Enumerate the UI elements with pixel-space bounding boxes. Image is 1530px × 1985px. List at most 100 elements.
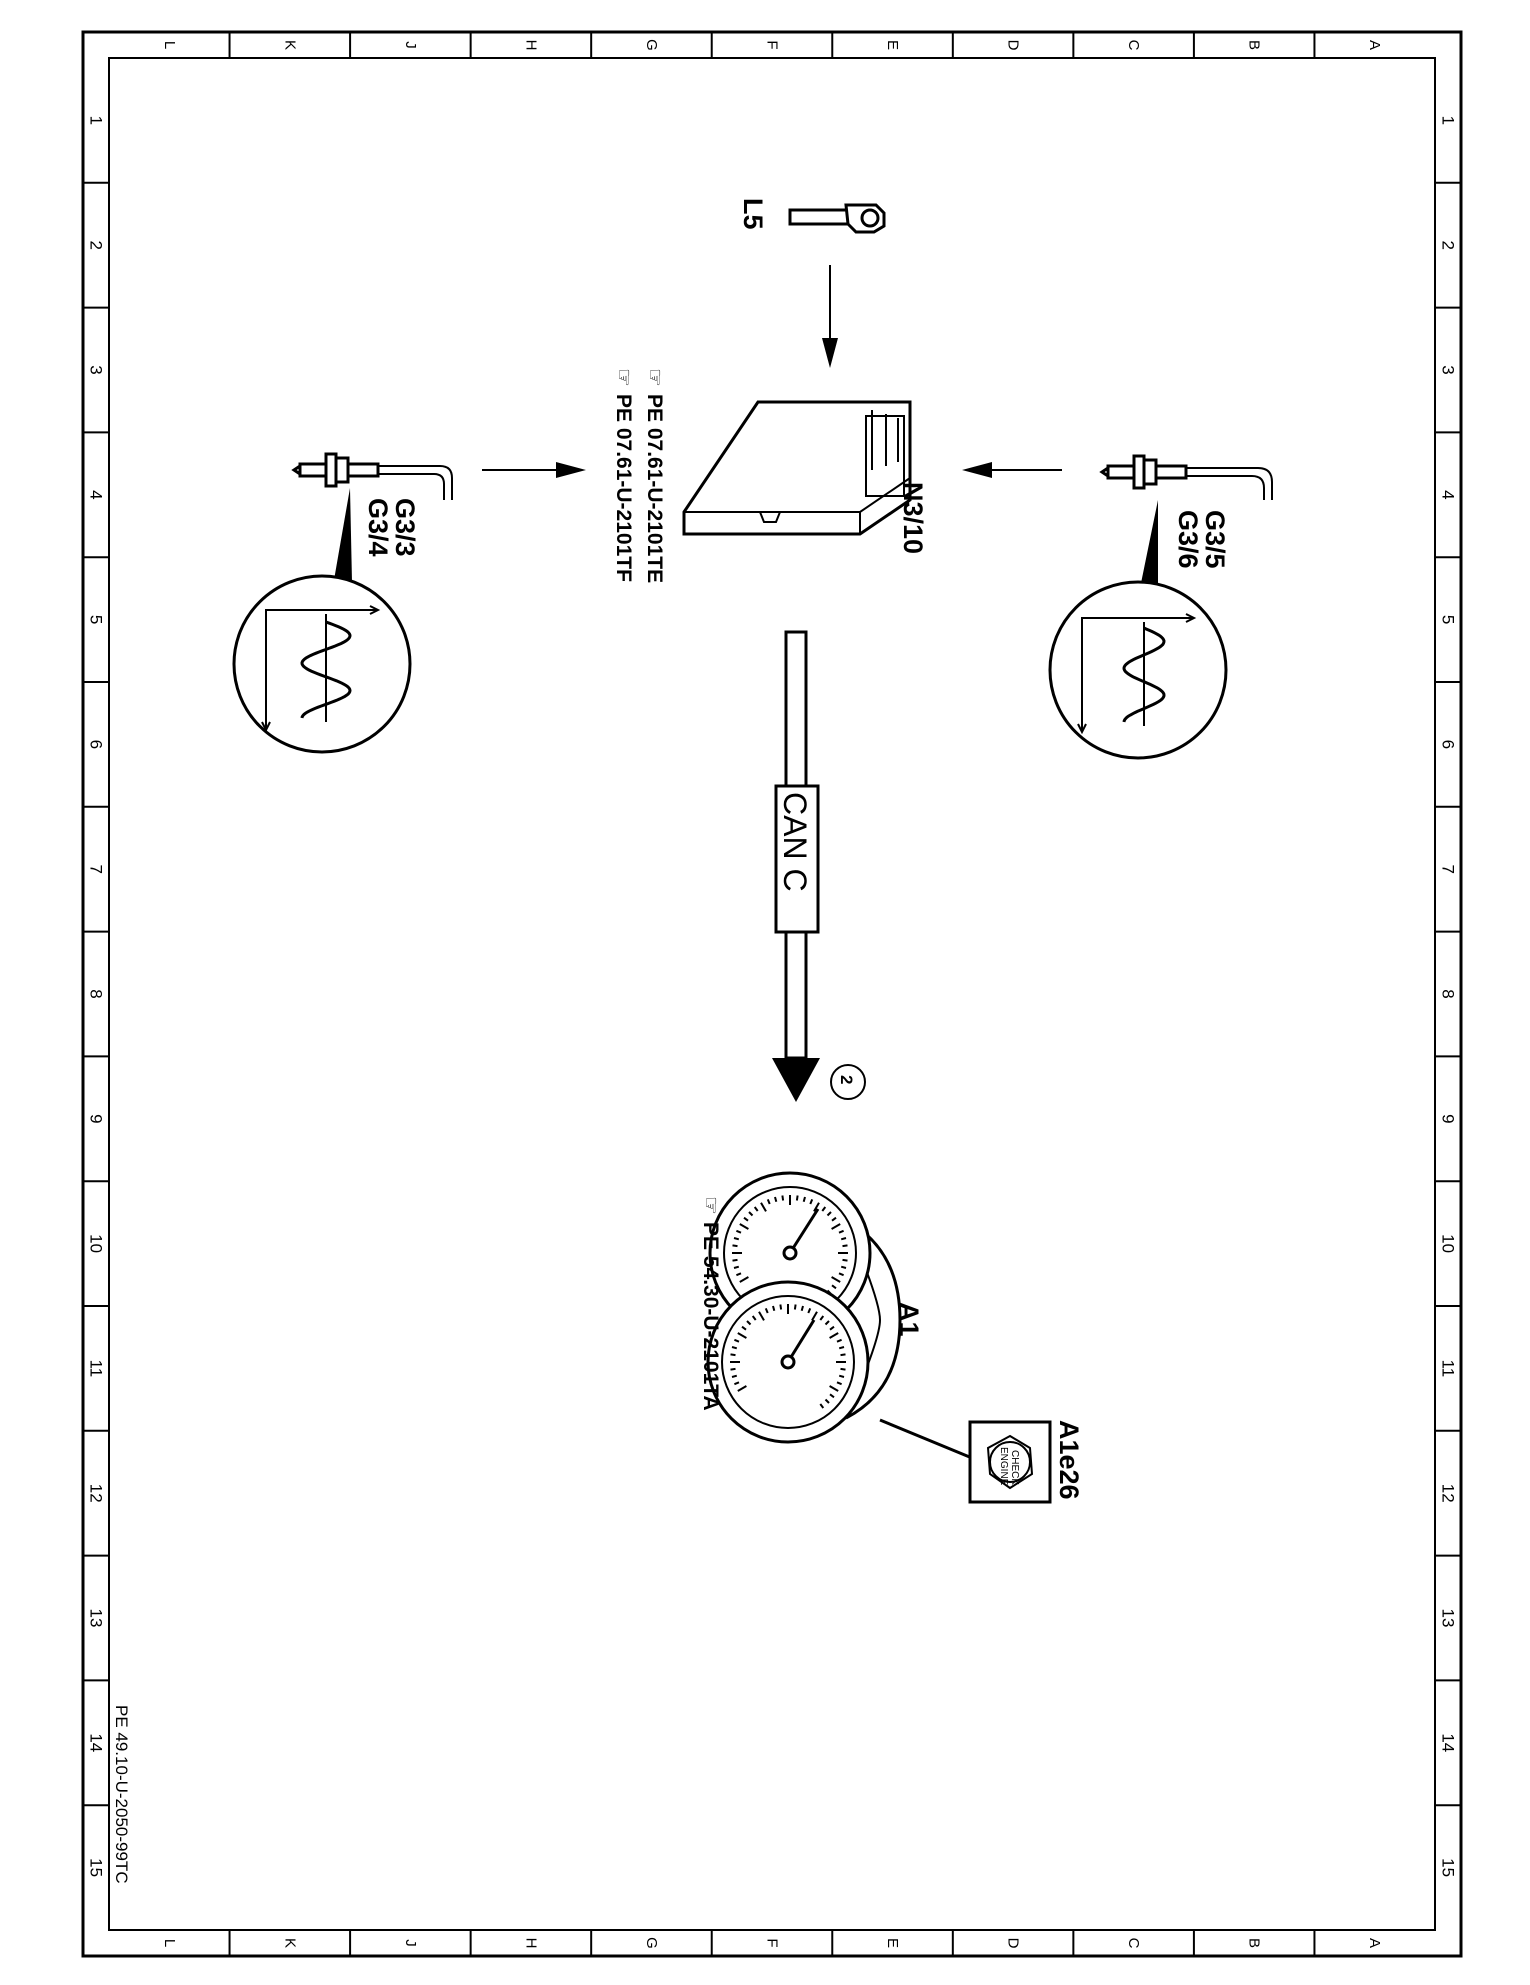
bus-marker (830, 1064, 866, 1100)
grid-column-label: B (1246, 40, 1263, 50)
gauge-tick (836, 1338, 842, 1343)
gauge-tick (731, 1346, 738, 1350)
grid-row-label: 13 (87, 1609, 106, 1628)
ecu-reference-2: PE 07.61-U-2101TF (612, 394, 635, 582)
grid-column-label: J (402, 41, 419, 49)
sensor-l5-label: L5 (738, 198, 768, 230)
gauge-tick (819, 1315, 825, 1321)
arrow-right-sensors-to-ecu (962, 462, 1062, 478)
ecu-reference-1: PE 07.61-U-2101TE (643, 394, 666, 583)
grid-row-label: 5 (1439, 615, 1458, 624)
gauge-tick (764, 1308, 769, 1314)
speed-sensor-tip-icon (860, 208, 880, 228)
gauge-tick (831, 1223, 841, 1230)
left-sensor-label-2: G3/4 (363, 498, 393, 557)
check-engine-icon: CHECK ENGINE (986, 1434, 1034, 1490)
gauge-tick (821, 1206, 827, 1212)
gauge-tick (802, 1196, 806, 1203)
gauge-tick (807, 1308, 812, 1314)
grid-row-label: 6 (1439, 740, 1458, 749)
gauge-tick (736, 1229, 742, 1234)
right-oxygen-sensors[interactable]: G3/5 G3/6 (1048, 454, 1273, 760)
gauge-tick (829, 1332, 839, 1339)
gauge-tick (748, 1211, 754, 1217)
grid-row-label: 8 (87, 989, 106, 998)
grid-row-label: 8 (1439, 989, 1458, 998)
grid-column-label: H (522, 40, 539, 51)
gauge-tick (842, 1258, 848, 1262)
check-engine-lamp-label: A1e26 (1054, 1420, 1084, 1500)
grid-column-label: E (884, 40, 901, 50)
grid-column-label: H (522, 1938, 539, 1949)
gauge-tick (746, 1320, 752, 1326)
check-engine-text-1: CHECK (1009, 1450, 1020, 1485)
gauge-tick (733, 1237, 740, 1241)
gauge-tick (831, 1284, 837, 1290)
gauge-tick (829, 1393, 835, 1399)
inner-frame (108, 57, 1436, 1931)
left-oxygen-sensors[interactable]: G3/3 G3/4 (232, 452, 453, 754)
grid-row-label: 12 (87, 1484, 106, 1503)
grid-column-label: L (161, 1939, 178, 1947)
engine-control-unit[interactable]: N3/10 ☞ PE 07.61-U-2101TE ☞ PE 07.61-U-2… (612, 368, 928, 583)
grid-column-label: K (281, 1938, 298, 1948)
oxygen-sensor-icon (291, 452, 453, 500)
grid-column-label: C (1125, 40, 1142, 51)
grid-row-label: 12 (1439, 1484, 1458, 1503)
gauge-tick (731, 1374, 738, 1378)
grid-column-label: F (764, 1938, 781, 1947)
gauge-tick (743, 1216, 749, 1222)
gauge-tick (811, 1311, 818, 1321)
grid-column-label: K (281, 40, 298, 50)
arrow-l5-to-ecu (822, 265, 838, 368)
grid-column-label: D (1005, 40, 1022, 51)
gauge-dial-icon (706, 1280, 870, 1444)
gauge-tick (751, 1315, 757, 1321)
gauge-tick (760, 1202, 767, 1212)
grid-column-label: G (643, 39, 660, 51)
right-sensor-label-2: G3/6 (1173, 510, 1203, 569)
grid-row-label: 3 (87, 365, 106, 374)
grid-row-label: 15 (87, 1858, 106, 1877)
gauge-tick (795, 1195, 799, 1201)
gauge-tick (758, 1311, 765, 1321)
gauge-tick (809, 1199, 814, 1205)
instrument-cluster-label: A1 (894, 1302, 924, 1337)
grid-row-label: 6 (87, 740, 106, 749)
gauge-tick (819, 1403, 825, 1409)
gauge-tick (824, 1398, 830, 1404)
grid-column-label: B (1246, 1938, 1263, 1948)
grid-row-label: 9 (87, 1114, 106, 1123)
grid-row-label: 11 (87, 1360, 106, 1378)
gauge-tick (732, 1244, 738, 1248)
grid-column-label: G (643, 1937, 660, 1949)
gauge-tick (737, 1332, 747, 1339)
can-c-bus: CAN C 2 (772, 630, 866, 1102)
grid-row-label: 15 (1439, 1858, 1458, 1877)
grid-row-label: 9 (1439, 1114, 1458, 1123)
gauge-tick (836, 1381, 842, 1386)
sensor-l5[interactable]: L5 (738, 198, 886, 234)
check-engine-lamp[interactable]: CHECK ENGINE A1e26 (879, 1418, 1084, 1504)
gauge-tick (829, 1325, 835, 1331)
gauge-tick (826, 1211, 832, 1217)
gauge-tick (824, 1320, 830, 1326)
arrow-left-sensors-to-ecu (482, 462, 586, 478)
gauge-tick (838, 1374, 845, 1378)
can-bus-label-box (774, 784, 820, 934)
grid-column-label: A (1366, 1938, 1383, 1948)
right-sensor-label-1: G3/5 (1200, 510, 1230, 569)
gauge-tick (734, 1381, 740, 1386)
grid-row-label: 5 (87, 615, 106, 624)
instrument-cluster[interactable]: A1 ☞ PE 54.30-U-2101TA (699, 1171, 924, 1444)
gauge-tick (730, 1353, 736, 1357)
grid-row-label: 14 (1439, 1733, 1458, 1752)
gauge-tick (737, 1385, 747, 1392)
gauge-tick (840, 1237, 847, 1241)
gauge-tick (739, 1223, 749, 1230)
gauge-tick (779, 1304, 783, 1310)
grid-column-label: D (1005, 1938, 1022, 1949)
